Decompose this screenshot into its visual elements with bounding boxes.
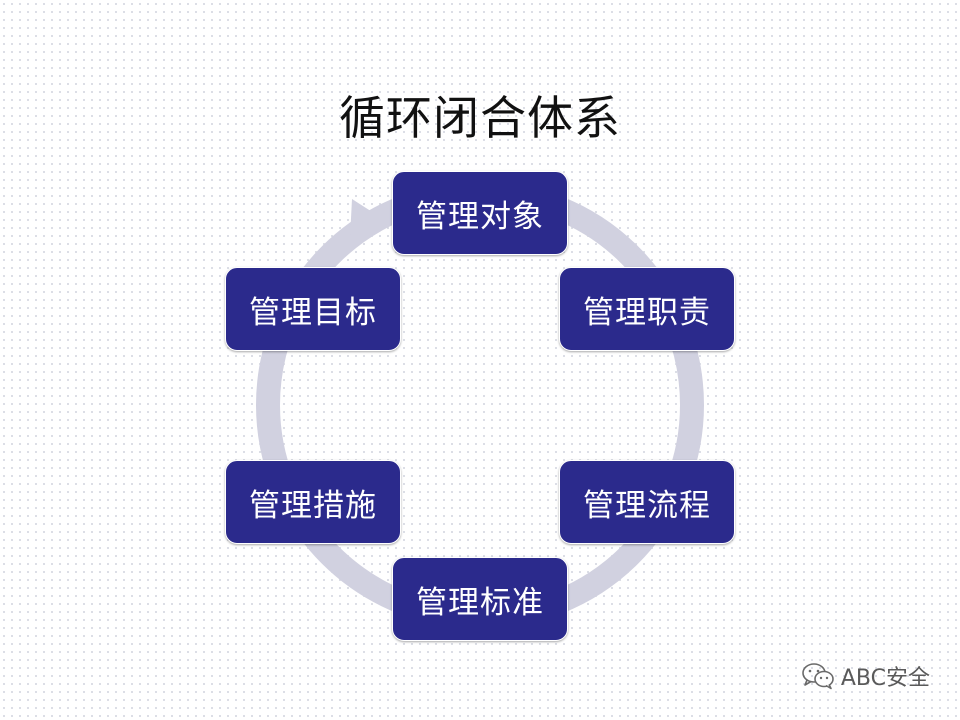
node-management-process[interactable]: 管理流程 — [559, 460, 735, 544]
node-management-standard[interactable]: 管理标准 — [392, 557, 568, 641]
node-management-object[interactable]: 管理对象 — [392, 171, 568, 255]
slide-title: 循环闭合体系 — [339, 91, 621, 145]
node-management-measures[interactable]: 管理措施 — [225, 460, 401, 544]
cycle-arrowhead — [350, 199, 380, 238]
watermark: ABC安全 — [801, 660, 930, 692]
node-management-duty[interactable]: 管理职责 — [559, 267, 735, 351]
wechat-icon — [801, 662, 835, 690]
watermark-text: ABC安全 — [840, 666, 930, 691]
node-management-goal[interactable]: 管理目标 — [225, 267, 401, 351]
cycle-ring-track — [256, 181, 704, 629]
